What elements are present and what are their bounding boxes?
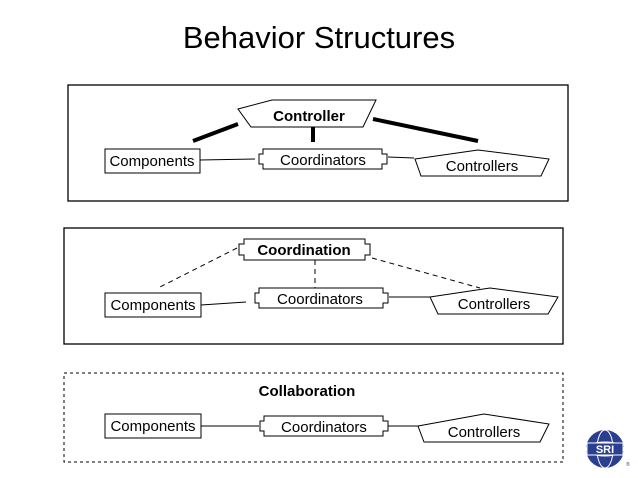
components-label: Components [110, 418, 195, 435]
controller-header-shape [237, 99, 377, 128]
coordinators-box [254, 287, 389, 309]
panel-controller: Controller Components Coordinators Contr… [67, 84, 569, 202]
panel-header: Controller [273, 108, 345, 125]
panel-frame [63, 227, 564, 345]
panel-frame [67, 84, 569, 202]
components-label: Components [109, 153, 194, 170]
coordinators-label: Coordinators [277, 291, 363, 308]
controllers-shape [417, 413, 550, 443]
coordination-header-shape [238, 238, 371, 261]
connector-line [200, 301, 247, 306]
panel-collaboration: Collaboration Components Coordinators Co… [63, 372, 564, 463]
controllers-shape [429, 287, 559, 315]
connector-line [387, 156, 415, 159]
components-box [104, 413, 202, 439]
controllers-label: Controllers [458, 296, 531, 313]
logo-text: SRI [596, 444, 614, 456]
sri-logo: SRI ® [585, 429, 630, 469]
connector-line [192, 122, 239, 143]
logo-band [586, 442, 624, 456]
controllers-label: Controllers [446, 158, 519, 175]
coordinators-label: Coordinators [280, 152, 366, 169]
components-box [104, 292, 202, 318]
slide-title: Behavior Structures [183, 20, 455, 55]
coordinators-box [259, 415, 389, 437]
coordinators-box [258, 148, 388, 170]
connector-line [372, 117, 479, 143]
panel-header: Coordination [257, 242, 350, 259]
connector-line [159, 247, 238, 288]
components-box [104, 148, 201, 174]
controllers-shape [414, 149, 550, 177]
connector-line [371, 257, 481, 289]
panel-header: Collaboration [259, 383, 356, 400]
registered-mark: ® [626, 461, 630, 468]
panel-coordination: Coordination Components Coordinators Con… [63, 227, 564, 345]
components-label: Components [110, 297, 195, 314]
controllers-label: Controllers [448, 424, 521, 441]
coordinators-label: Coordinators [281, 419, 367, 436]
connector-line [199, 158, 256, 161]
logo-globe-line [585, 441, 625, 457]
